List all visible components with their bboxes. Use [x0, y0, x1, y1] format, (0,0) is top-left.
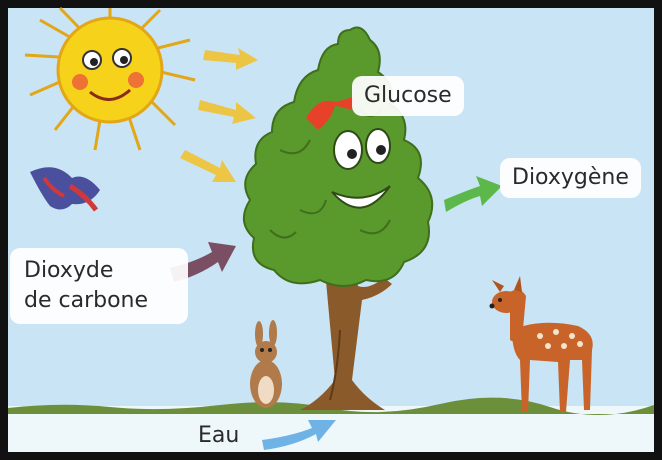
label-glucose: Glucose — [352, 76, 464, 116]
label-dioxyde-de-carbone: Dioxyde de carbone — [10, 248, 188, 324]
label-dioxygene: Dioxygène — [500, 158, 641, 198]
label-eau: Eau — [190, 420, 247, 452]
label-co2-line2: de carbone — [24, 286, 174, 316]
label-co2-line1: Dioxyde — [24, 256, 174, 286]
